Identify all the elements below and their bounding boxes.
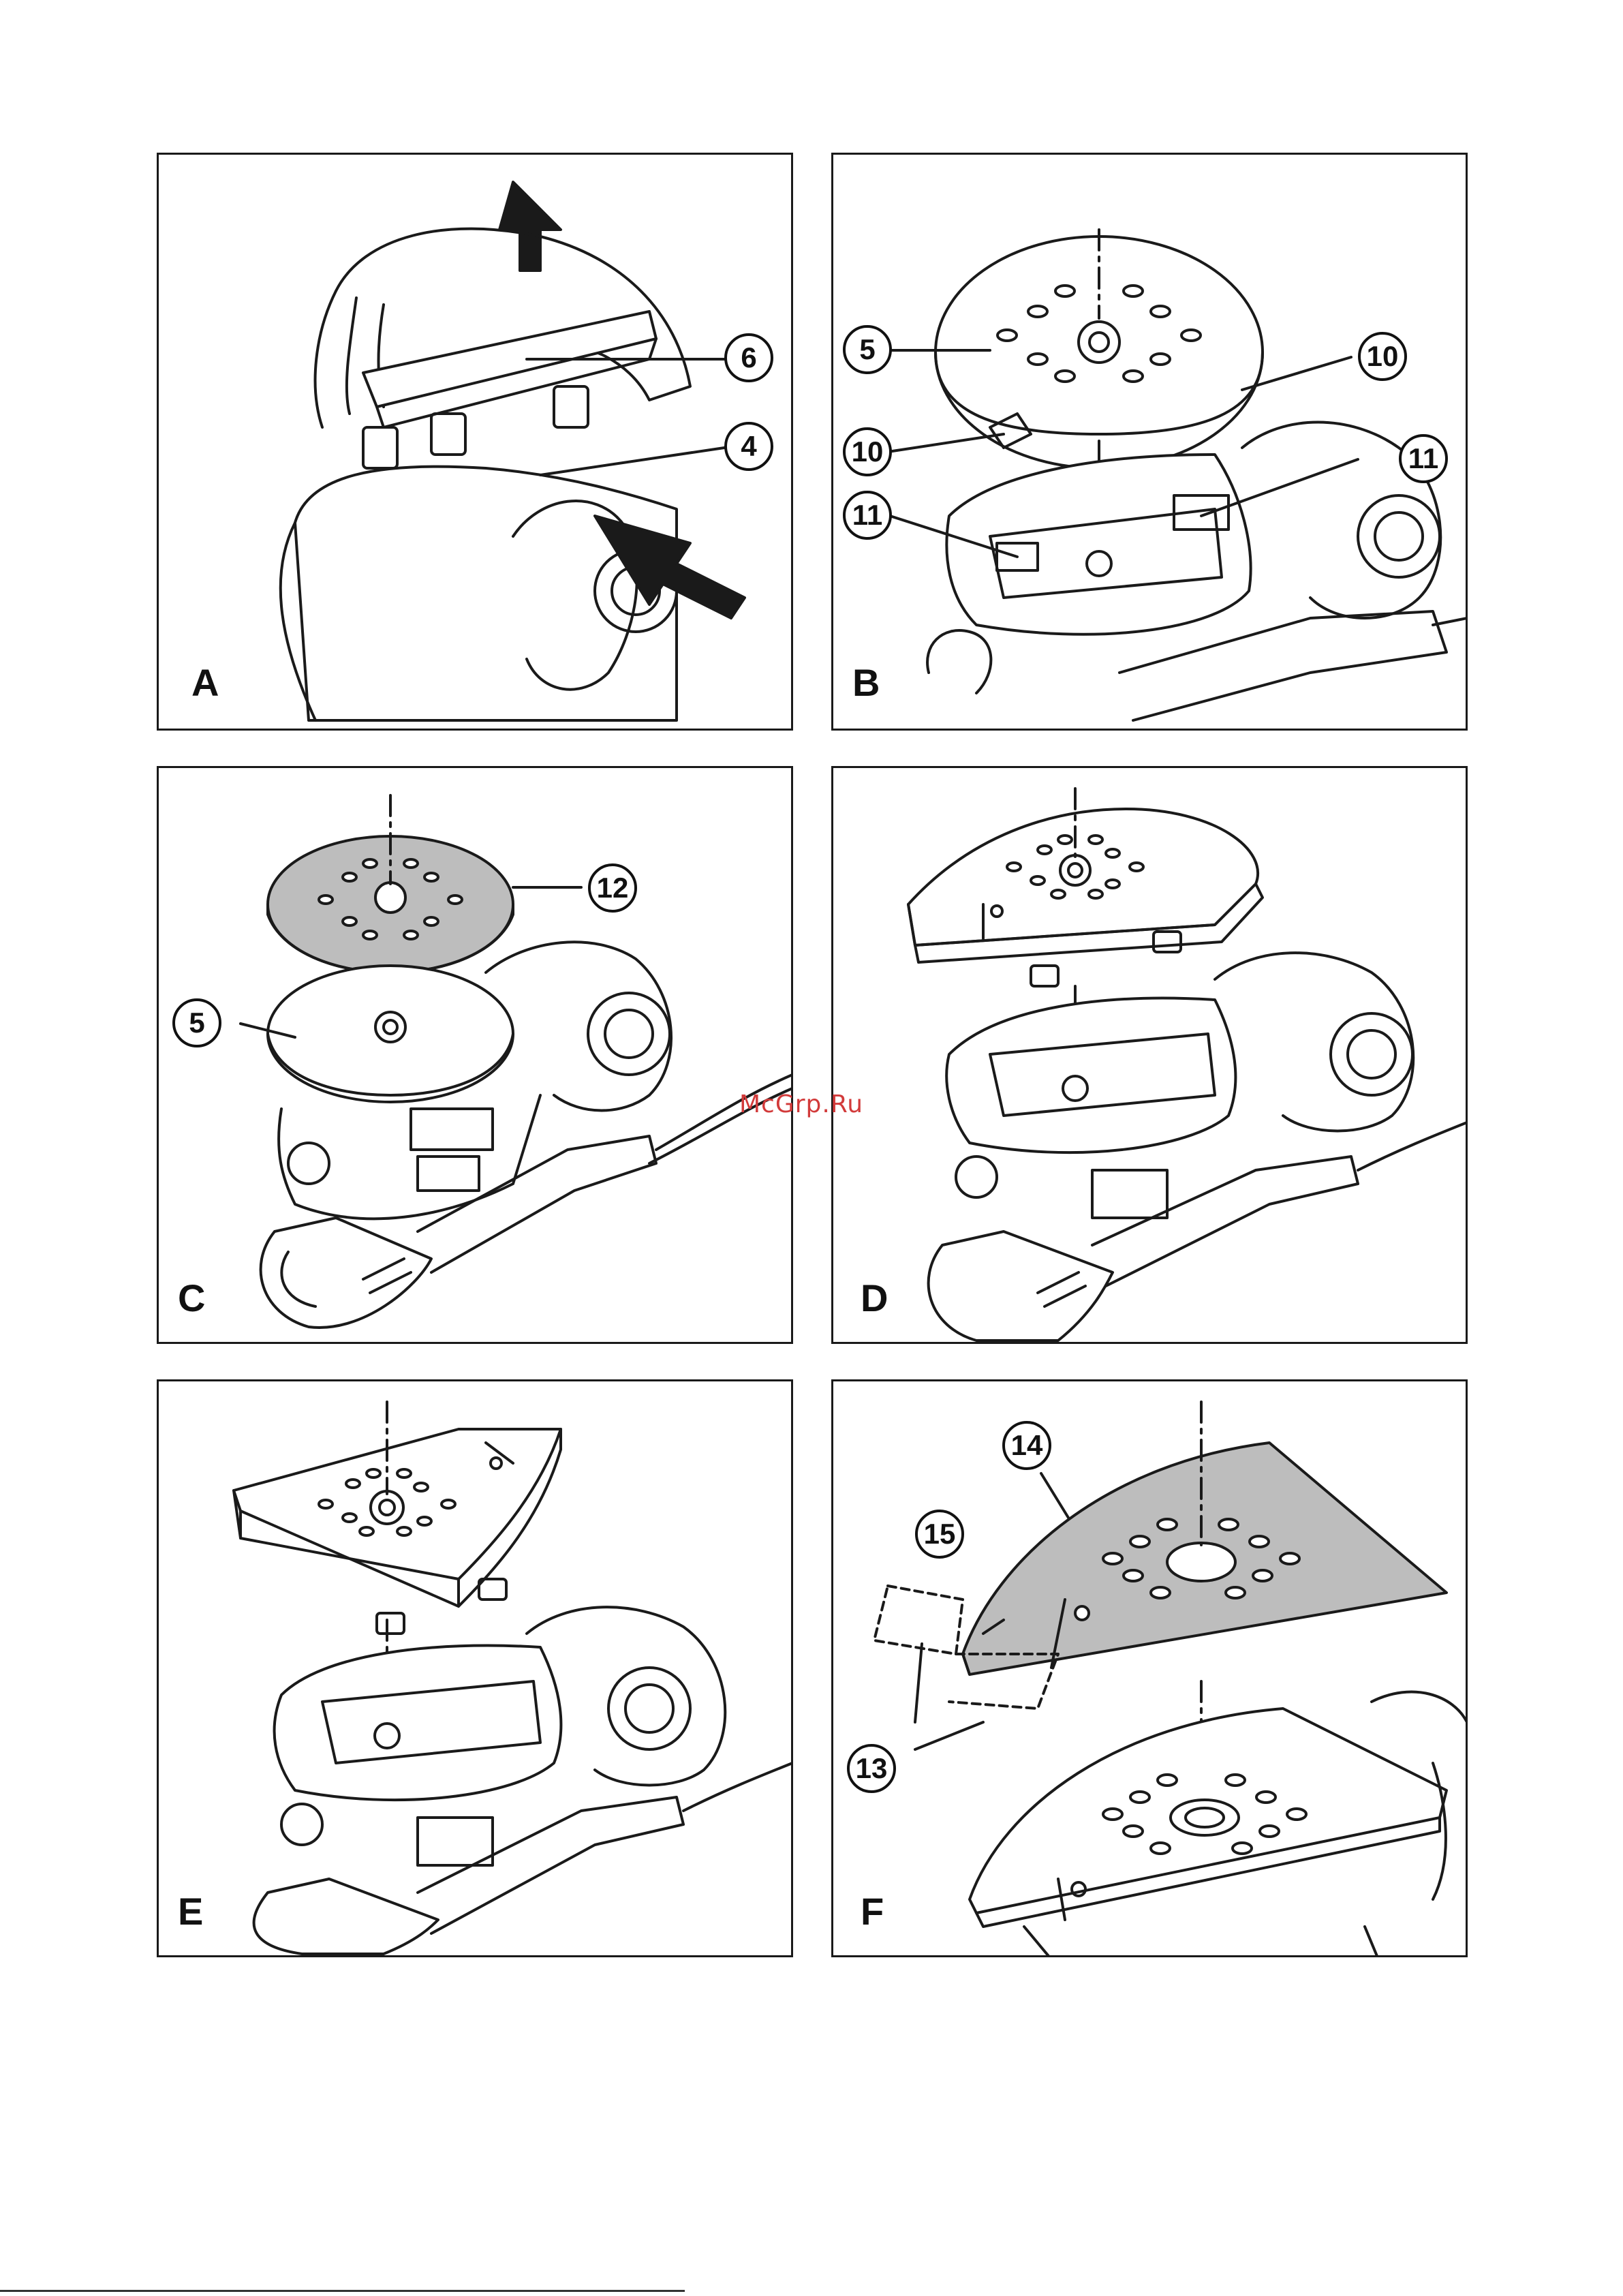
watermark-text: McGrp.Ru xyxy=(739,1090,863,1118)
callout-5: 5 xyxy=(843,325,892,374)
panel-letter-d: D xyxy=(861,1276,888,1320)
callout-13: 13 xyxy=(847,1744,896,1793)
callout-10-left: 10 xyxy=(843,427,892,476)
figure-panel-a: 6 4 A xyxy=(157,153,793,731)
illustration-detail-pad-alternate xyxy=(159,1381,793,1957)
callout-11-left: 11 xyxy=(843,491,892,540)
illustration-round-sheet-attach xyxy=(159,768,793,1344)
callout-4: 4 xyxy=(724,422,773,471)
callout-6: 6 xyxy=(724,333,773,382)
up-arrow-icon xyxy=(499,182,561,271)
illustration-detail-sheet-attach xyxy=(833,1381,1468,1957)
page-bottom-rule xyxy=(0,2290,685,2292)
figure-panel-e: E xyxy=(157,1379,793,1957)
callout-10-top: 10 xyxy=(1358,332,1407,381)
figure-panel-d: D xyxy=(831,766,1468,1344)
figure-panel-f: 14 15 13 F xyxy=(831,1379,1468,1957)
illustration-remove-base-plate xyxy=(159,155,793,731)
illustration-detail-pad-attach xyxy=(833,768,1468,1344)
panel-letter-e: E xyxy=(178,1889,203,1933)
callout-5: 5 xyxy=(172,998,221,1047)
panel-letter-c: C xyxy=(178,1276,205,1320)
callout-15: 15 xyxy=(915,1510,964,1559)
panel-letter-f: F xyxy=(861,1889,884,1933)
callout-11-right: 11 xyxy=(1399,434,1448,483)
figure-panel-b: 5 10 10 11 11 B xyxy=(831,153,1468,731)
illustration-round-pad-attach xyxy=(833,155,1468,731)
panel-letter-a: A xyxy=(191,660,219,705)
callout-14: 14 xyxy=(1002,1421,1051,1470)
panel-letter-b: B xyxy=(852,660,880,705)
figure-panel-c: 12 5 C xyxy=(157,766,793,1344)
callout-12: 12 xyxy=(588,863,637,913)
